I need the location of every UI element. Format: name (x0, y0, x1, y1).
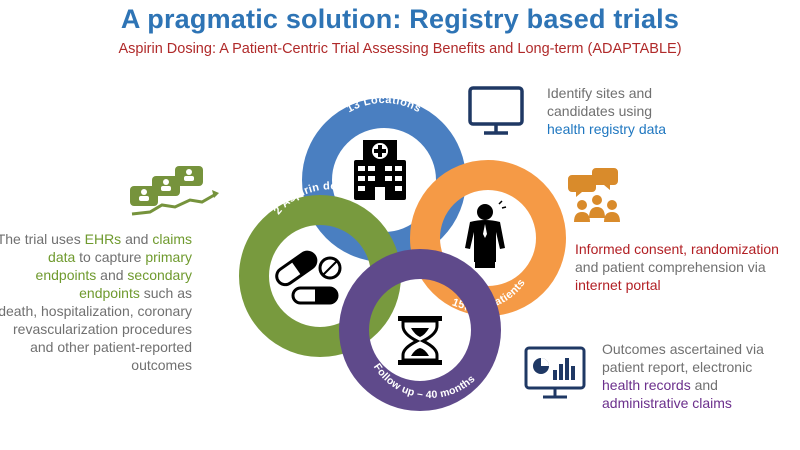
admin-claims-highlight: administrative claims (602, 395, 732, 411)
analytics-monitor-icon (524, 346, 586, 399)
page-subtitle: Aspirin Dosing: A Patient-Centric Trial … (118, 41, 682, 57)
registry-highlight: health registry data (547, 121, 667, 137)
person-icon (465, 200, 507, 268)
hourglass-icon (398, 316, 442, 365)
patients-trend-icon (130, 166, 219, 216)
registry-text: Identify sites and candidates using heal… (547, 85, 667, 137)
outcomes-text: Outcomes ascertained via patient report,… (602, 341, 764, 411)
portal-highlight: internet portal (575, 277, 661, 293)
endpoints-text: The trial uses EHRs and claims data to c… (0, 231, 192, 373)
health-records-highlight: health records (602, 377, 691, 393)
monitor-icon (468, 86, 524, 135)
consent-text: Informed consent, randomization and pati… (575, 241, 779, 293)
hospital-icon (354, 140, 406, 200)
pills-icon (275, 250, 342, 305)
page-title: A pragmatic solution: Registry based tri… (120, 4, 680, 34)
group-discussion-icon (568, 168, 620, 222)
